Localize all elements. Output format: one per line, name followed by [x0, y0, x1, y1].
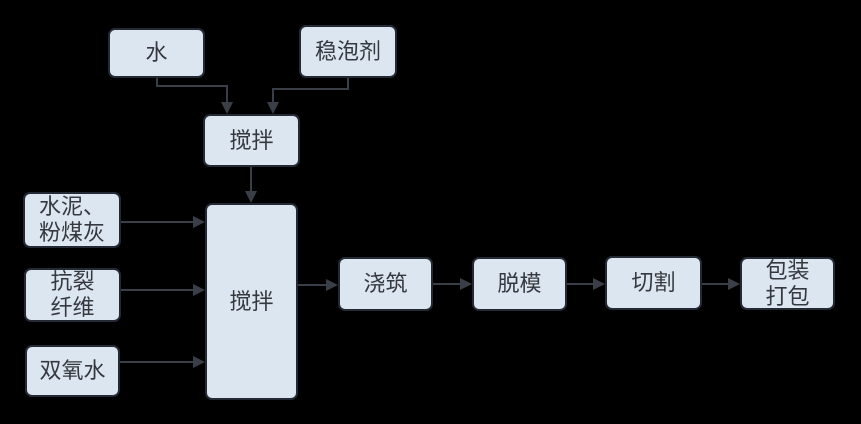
node-mix-first: 搅拌 [203, 114, 300, 167]
node-demolding-label: 脱模 [497, 271, 542, 297]
edge-peroxide-to-mix2 [120, 356, 205, 368]
edge-mix2-to-pour [298, 279, 338, 291]
node-packaging-label: 包装 打包 [765, 257, 810, 309]
node-mix-main-label: 搅拌 [229, 288, 274, 314]
edge-cut-to-pack [702, 278, 740, 290]
node-demolding: 脱模 [472, 257, 567, 311]
node-hydrogen-peroxide-label: 双氧水 [39, 358, 106, 384]
node-cement-flyash-label: 水泥、 粉煤灰 [38, 194, 105, 245]
edge-water-to-mix1 [156, 78, 233, 114]
node-anticrack-fiber: 抗裂 纤维 [24, 268, 121, 322]
edge-pour-to-demold [433, 278, 472, 290]
node-mix-main: 搅拌 [205, 203, 298, 400]
node-packaging: 包装 打包 [740, 257, 835, 310]
edge-fiber-to-mix2 [121, 284, 205, 296]
node-cutting-label: 切割 [631, 270, 676, 296]
node-pouring: 浇筑 [338, 257, 433, 311]
node-foam-stabilizer: 稳泡剂 [299, 25, 397, 78]
node-cutting: 切割 [605, 256, 702, 310]
node-pouring-label: 浇筑 [363, 271, 408, 297]
node-hydrogen-peroxide: 双氧水 [25, 345, 120, 397]
node-water: 水 [108, 28, 205, 78]
edge-demold-to-cut [567, 278, 605, 290]
node-anticrack-fiber-label: 抗裂 纤维 [50, 269, 95, 320]
node-water-label: 水 [145, 40, 168, 66]
edge-stabilizer-to-mix1 [267, 78, 349, 114]
node-cement-flyash: 水泥、 粉煤灰 [23, 192, 121, 248]
edge-cement-to-mix2 [121, 216, 205, 228]
edge-mix1-to-mix2 [245, 167, 257, 203]
node-mix-first-label: 搅拌 [229, 127, 274, 153]
node-foam-stabilizer-label: 稳泡剂 [314, 38, 381, 64]
